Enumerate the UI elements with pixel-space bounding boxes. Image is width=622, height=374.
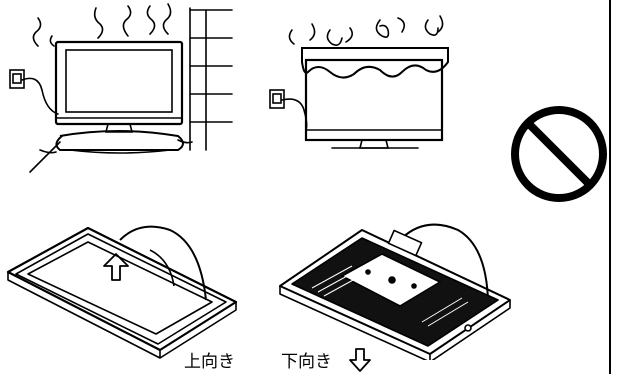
caption-face-down: 下向き [281,352,332,372]
caption-face-up: 上向き [184,352,235,372]
tv-face-up-illustration [0,210,250,360]
tv-face-down-illustration [272,210,522,360]
tv-covered-cloth-illustration [262,0,482,175]
prohibited-icon [508,103,610,205]
arrow-down-icon [347,347,373,373]
tv-on-cushion-illustration [0,0,240,190]
